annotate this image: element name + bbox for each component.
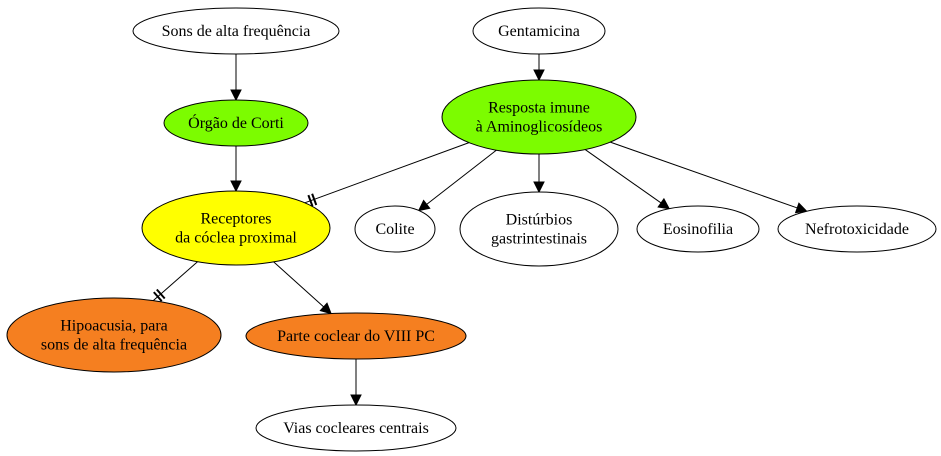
inhibit-bar (153, 291, 163, 302)
node-genta: Gentamicina (472, 7, 606, 55)
edge-receptores-to-hipoacusia (152, 261, 198, 302)
node-ellipse (777, 205, 937, 253)
node-label: Receptores (200, 211, 271, 228)
arrowhead (230, 89, 242, 102)
arrowhead (230, 180, 242, 193)
edge-line (304, 142, 470, 204)
inhibit-bar (311, 193, 318, 206)
node-label: Parte coclear do VIII PC (277, 328, 435, 345)
arrowhead (794, 202, 808, 214)
edge-corti-to-receptores (230, 146, 242, 193)
edge-line (426, 149, 497, 205)
node-colite: Colite (354, 205, 436, 253)
node-label: da cóclea proximal (175, 230, 297, 247)
node-ellipse (459, 191, 619, 267)
node-label: Sons de alta frequência (162, 23, 311, 40)
arrowhead (657, 197, 671, 210)
node-corti: Órgão de Corti (163, 99, 309, 147)
inhibit-bar (156, 288, 166, 300)
edge-genta-to-resposta (533, 54, 545, 82)
node-ellipse (472, 7, 606, 55)
node-resposta: Resposta imune à Aminoglicosídeos (441, 79, 637, 155)
node-label: Resposta imune (488, 100, 590, 117)
nodes-layer: Sons de alta frequência GentamicinaÓrgão … (6, 7, 937, 452)
node-ellipse (636, 205, 760, 253)
node-label: Gentamicina (498, 23, 580, 40)
node-label: Hipoacusia, para (60, 318, 168, 335)
node-hipoacusia: Hipoacusia, para sons de alta frequência (6, 297, 222, 373)
edges-layer (152, 54, 808, 407)
edge-receptores-to-parte (273, 261, 332, 315)
node-ellipse (132, 7, 340, 55)
node-ellipse (163, 99, 309, 147)
node-ellipse (441, 79, 637, 155)
edge-line (584, 149, 662, 204)
edge-resposta-to-nefro (610, 141, 808, 214)
node-label: Distúrbios (506, 212, 573, 229)
node-parte: Parte coclear do VIII PC (245, 312, 467, 360)
node-eosinofilia: Eosinofilia (636, 205, 760, 253)
node-receptores: Receptores da cóclea proximal (141, 190, 331, 266)
node-label: Vias cocleares centrais (283, 420, 429, 437)
edge-resposta-to-disturbios (533, 154, 545, 194)
node-label: à Aminoglicosídeos (476, 119, 603, 136)
node-ellipse (6, 297, 222, 373)
node-nefro: Nefrotoxicidade (777, 205, 937, 253)
arrowhead (417, 199, 431, 212)
node-label: sons de alta frequência (41, 337, 187, 354)
arrowhead (350, 394, 362, 407)
arrowhead (319, 302, 332, 315)
edge-parte-to-vias (350, 359, 362, 407)
node-vias: Vias cocleares centrais (255, 404, 457, 452)
node-label: Colite (375, 221, 414, 238)
arrowhead (533, 181, 545, 194)
edge-resposta-to-receptores (304, 142, 470, 207)
node-label: gastrintestinais (491, 231, 587, 248)
edge-resposta-to-colite (417, 149, 497, 212)
edge-line (610, 141, 798, 209)
node-ellipse (354, 205, 436, 253)
node-label: Órgão de Corti (188, 113, 284, 132)
node-ellipse (255, 404, 457, 452)
arrowhead (533, 69, 545, 82)
edge-line (152, 261, 198, 301)
inhibit-bar (307, 194, 314, 207)
node-ellipse (141, 190, 331, 266)
node-disturbios: Distúrbios gastrintestinais (459, 191, 619, 267)
node-sons: Sons de alta frequência (132, 7, 340, 55)
node-label: Nefrotoxicidade (805, 221, 909, 238)
edge-resposta-to-eosinofilia (584, 149, 671, 210)
edge-line (273, 261, 325, 308)
edge-sons-to-corti (230, 54, 242, 102)
node-ellipse (245, 312, 467, 360)
node-label: Eosinofilia (663, 221, 733, 238)
